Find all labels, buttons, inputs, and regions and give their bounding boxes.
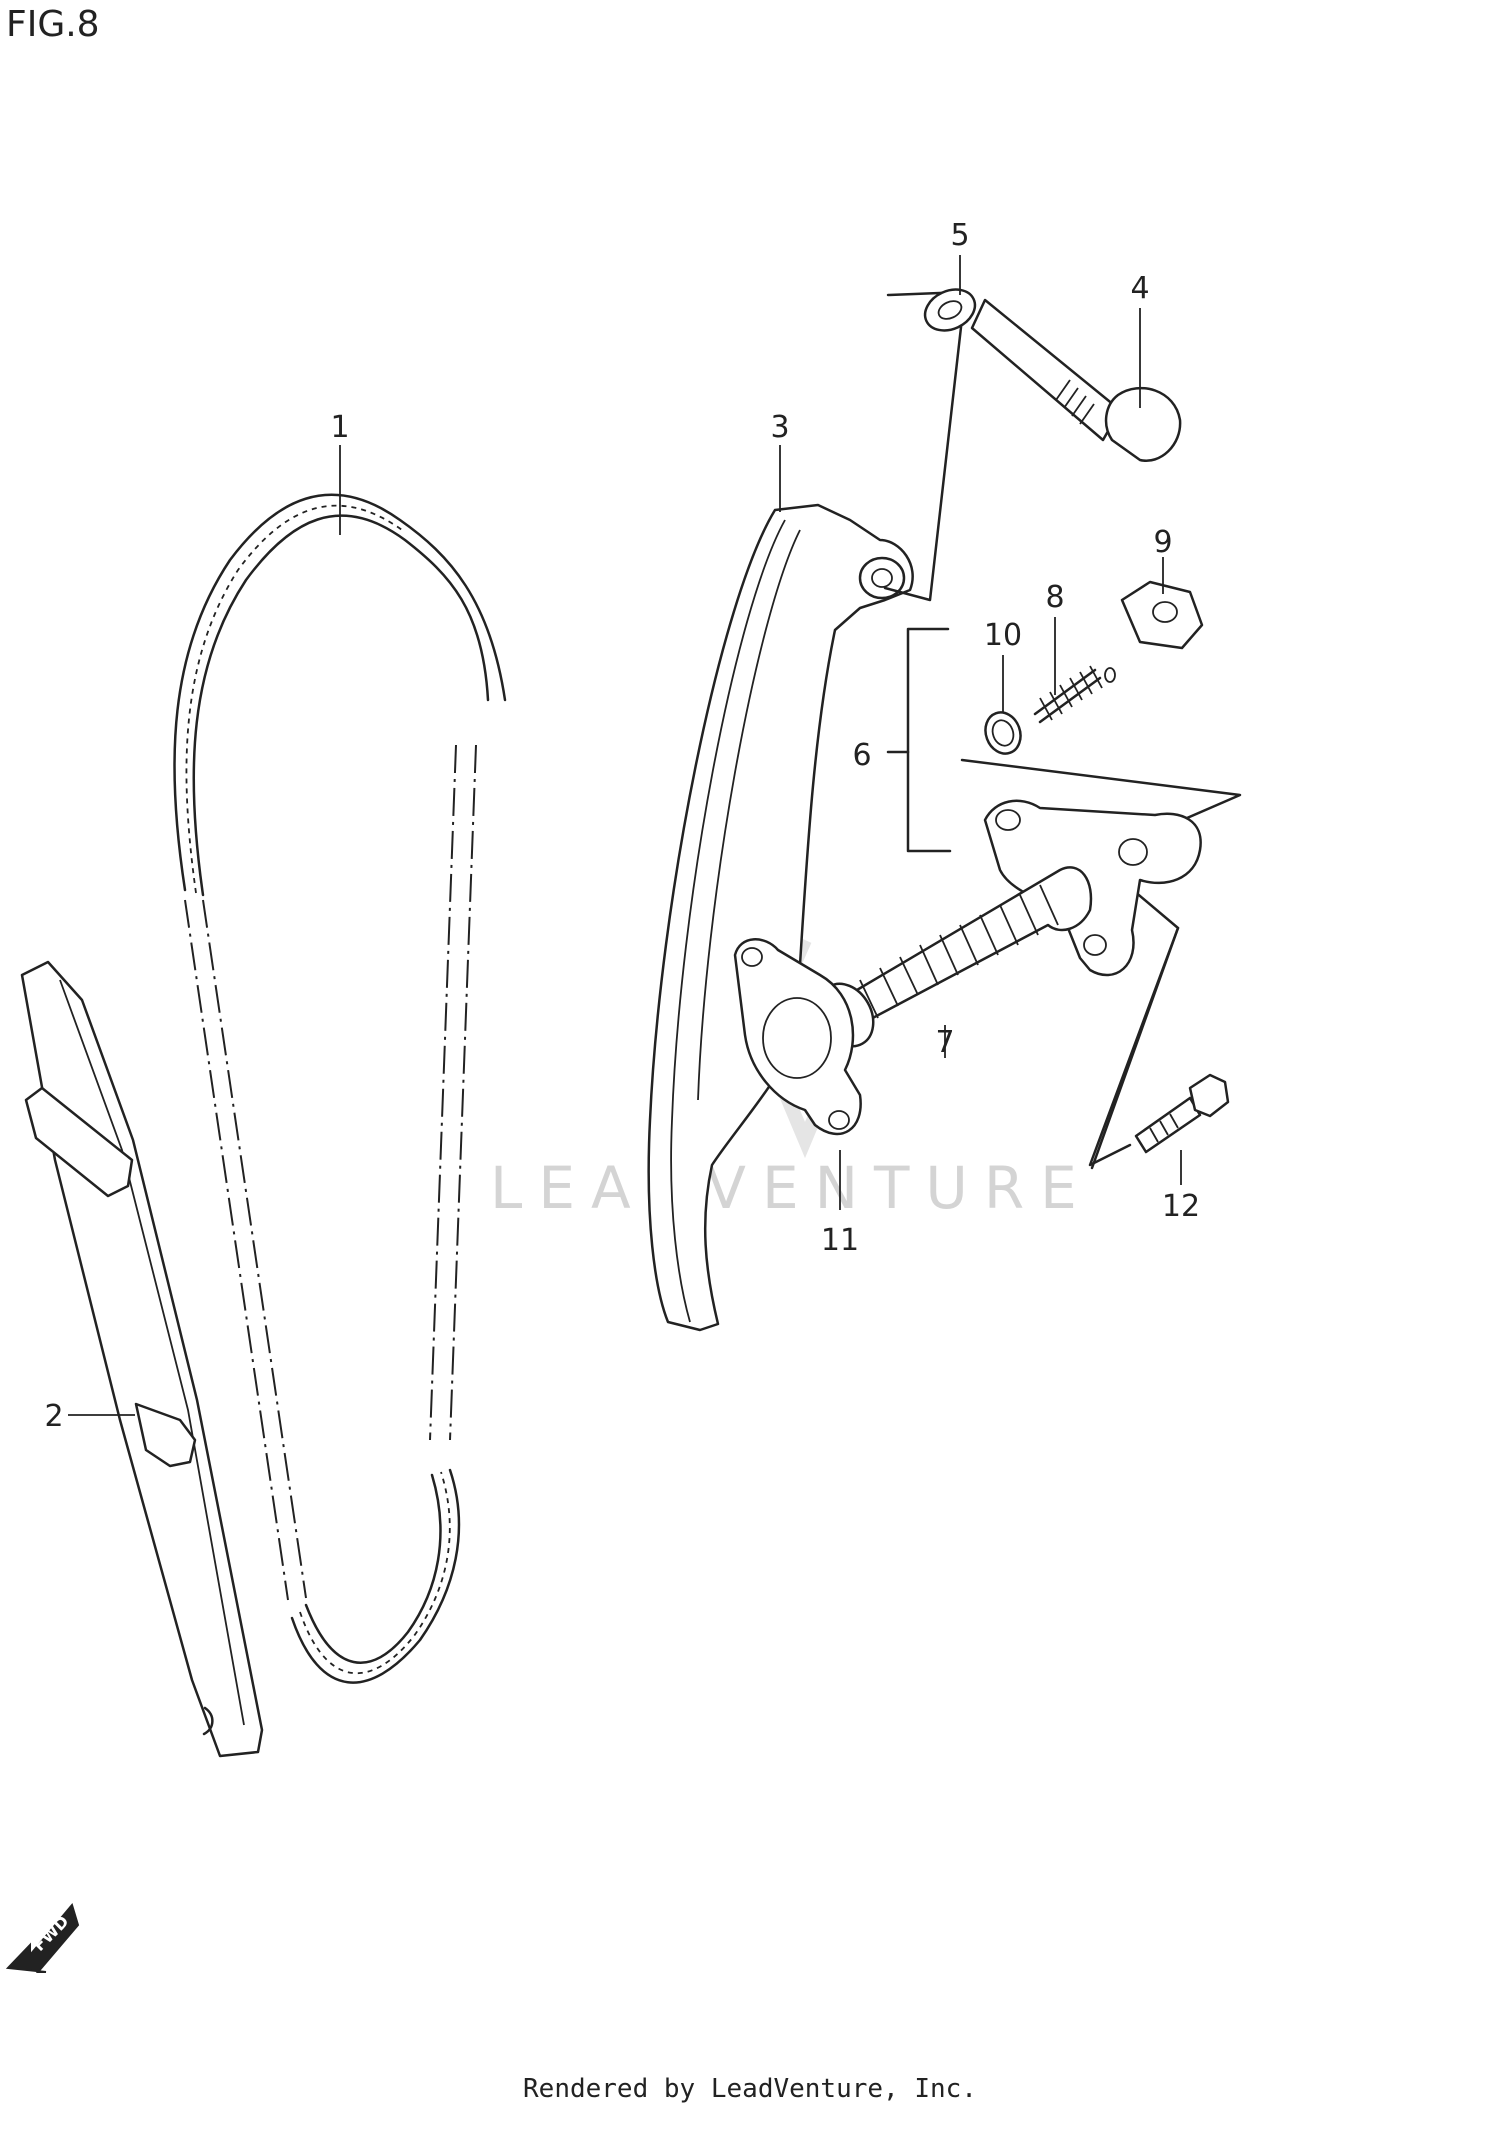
bolt-long [970, 298, 1182, 463]
callout-3: 3 [770, 410, 789, 445]
bolt-short [1134, 1073, 1230, 1154]
callout-12: 12 [1162, 1189, 1200, 1224]
gasket [733, 938, 862, 1136]
callout-10: 10 [984, 618, 1022, 653]
watermark-text: LEADVENTURE [490, 1154, 1093, 1222]
leader-lines [68, 255, 1182, 1416]
callout-11: 11 [821, 1223, 859, 1258]
callout-9: 9 [1153, 525, 1172, 560]
mount-indicator-upper [883, 290, 967, 602]
figure-title: FIG.8 [6, 4, 100, 45]
callout-2: 2 [44, 1399, 63, 1434]
washer [923, 288, 977, 332]
tensioner-assy-bracket [886, 627, 952, 853]
tensioner-adjuster [817, 799, 1202, 1048]
front-arrow-icon [5, 1902, 80, 1973]
cap-nut [1120, 580, 1204, 650]
callouts: 1 2 3 4 5 6 7 8 9 10 11 12 [44, 218, 1200, 1434]
callout-7: 7 [935, 1025, 954, 1060]
callout-1: 1 [330, 410, 349, 445]
callout-4: 4 [1130, 271, 1149, 306]
tensioner-guide [647, 503, 914, 1332]
footer-credit: Rendered by LeadVenture, Inc. [523, 2074, 977, 2104]
callout-5: 5 [950, 218, 969, 253]
callout-6: 6 [852, 738, 871, 773]
o-ring [984, 711, 1022, 755]
chain-guide [20, 960, 264, 1758]
front-arrow: FWD [5, 1902, 80, 1973]
spring [1033, 665, 1116, 724]
callout-8: 8 [1045, 580, 1064, 615]
cam-chain [173, 493, 507, 1684]
mount-indicator-bolt [1088, 926, 1180, 1167]
